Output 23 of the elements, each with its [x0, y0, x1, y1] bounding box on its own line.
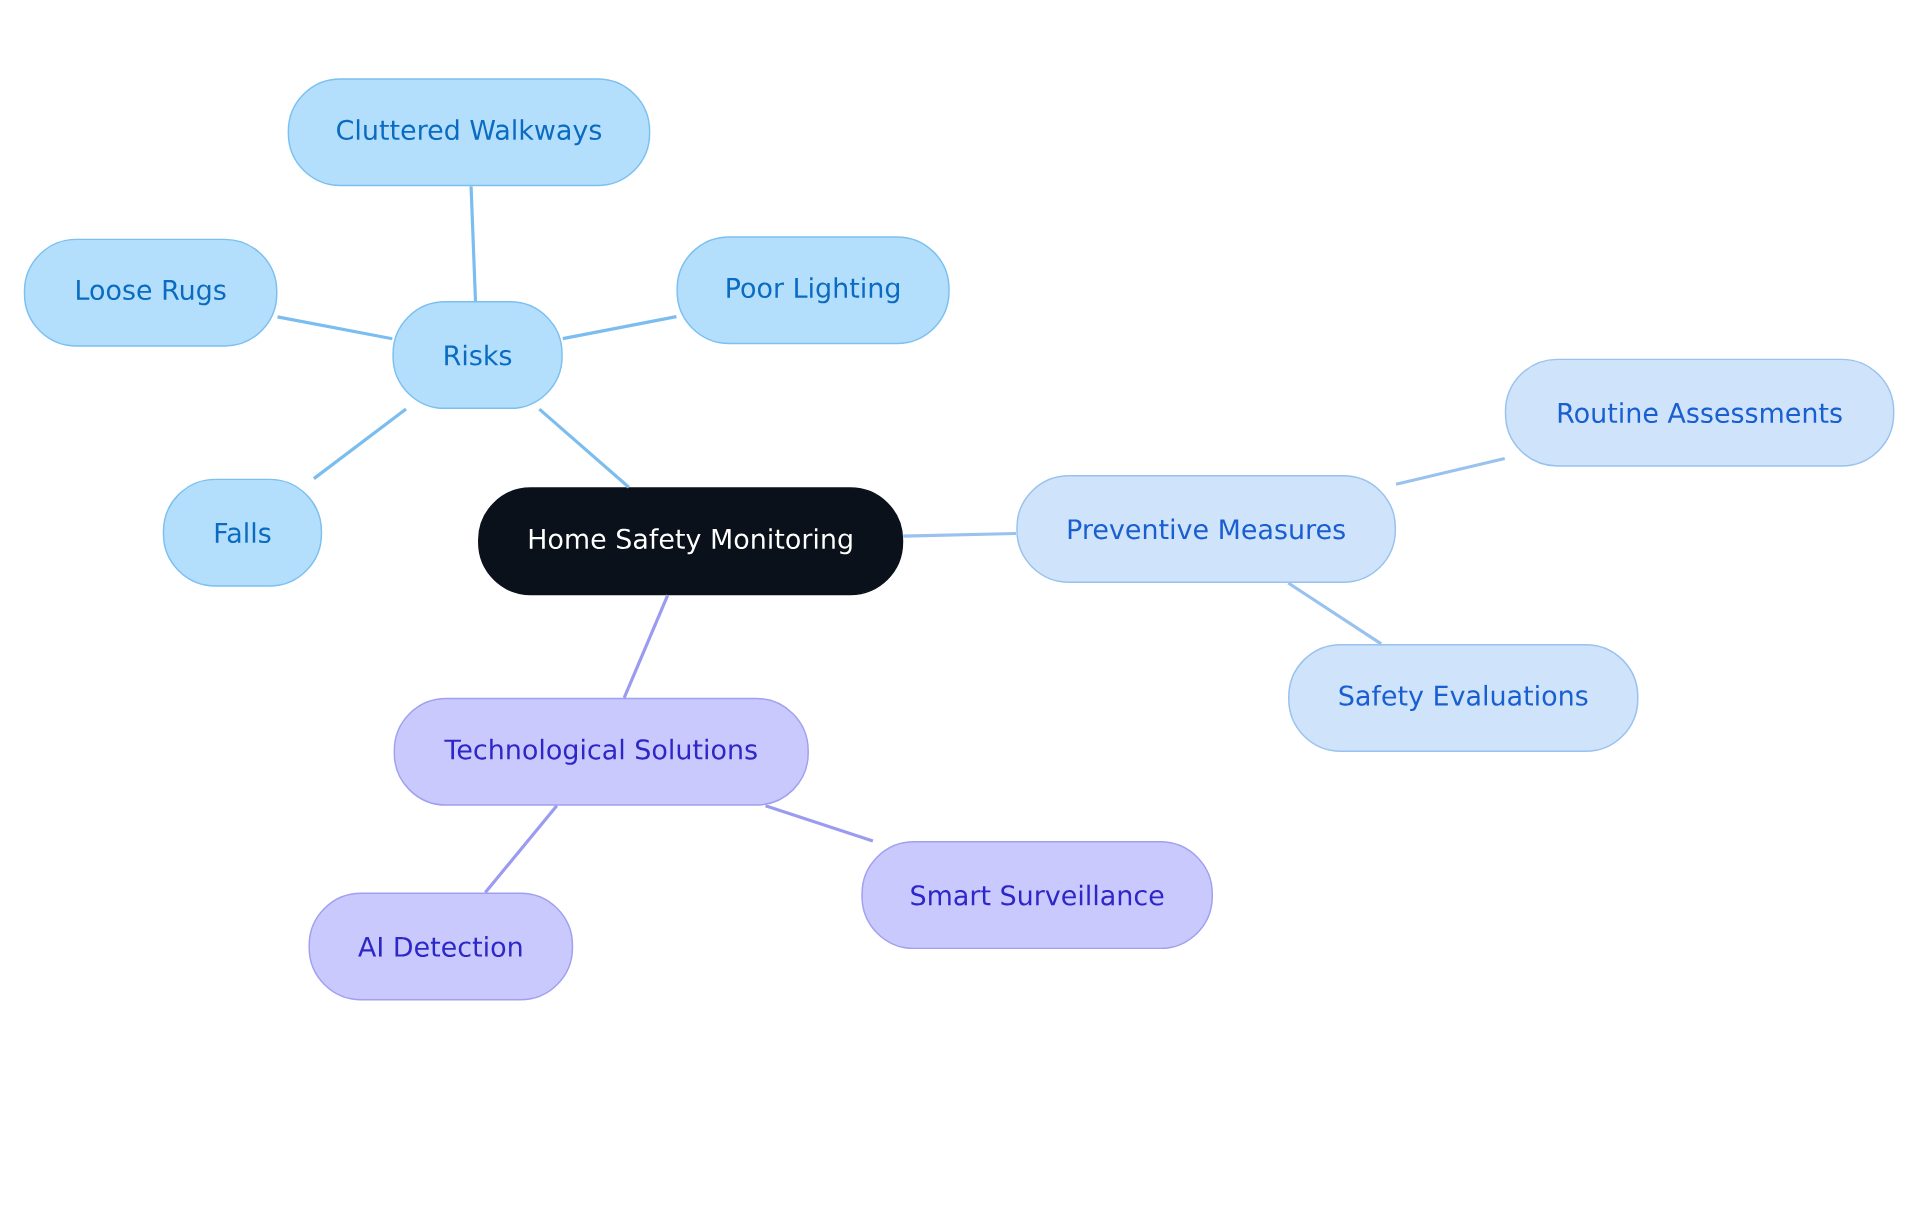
connector-line: [469, 186, 478, 302]
topic-box: Technological Solutions: [393, 698, 809, 806]
topic-box: AI Detection: [308, 892, 574, 1001]
connector-line: [622, 594, 670, 699]
topic-box: Routine Assessments: [1504, 358, 1895, 467]
connector-line: [1287, 581, 1383, 646]
connector-line: [538, 408, 630, 489]
connector-line: [903, 532, 1017, 538]
connector-line: [312, 408, 407, 481]
topic-box: Preventive Measures: [1016, 475, 1397, 584]
connector-line: [562, 315, 677, 341]
topic-box: Safety Evaluations: [1288, 644, 1639, 753]
topic-box: Loose Rugs: [23, 238, 278, 347]
connector-line: [484, 804, 558, 894]
connector-line: [765, 804, 874, 843]
topic-box: Poor Lighting: [676, 236, 950, 345]
topic-box: Risks: [392, 301, 563, 410]
topic-box: Home Safety Monitoring: [478, 487, 904, 596]
connector-line: [1395, 457, 1506, 486]
topic-box: Smart Surveillance: [861, 841, 1213, 950]
topic-box: Falls: [162, 478, 323, 587]
topic-box: Cluttered Walkways: [287, 78, 651, 187]
connector-line: [277, 315, 393, 341]
